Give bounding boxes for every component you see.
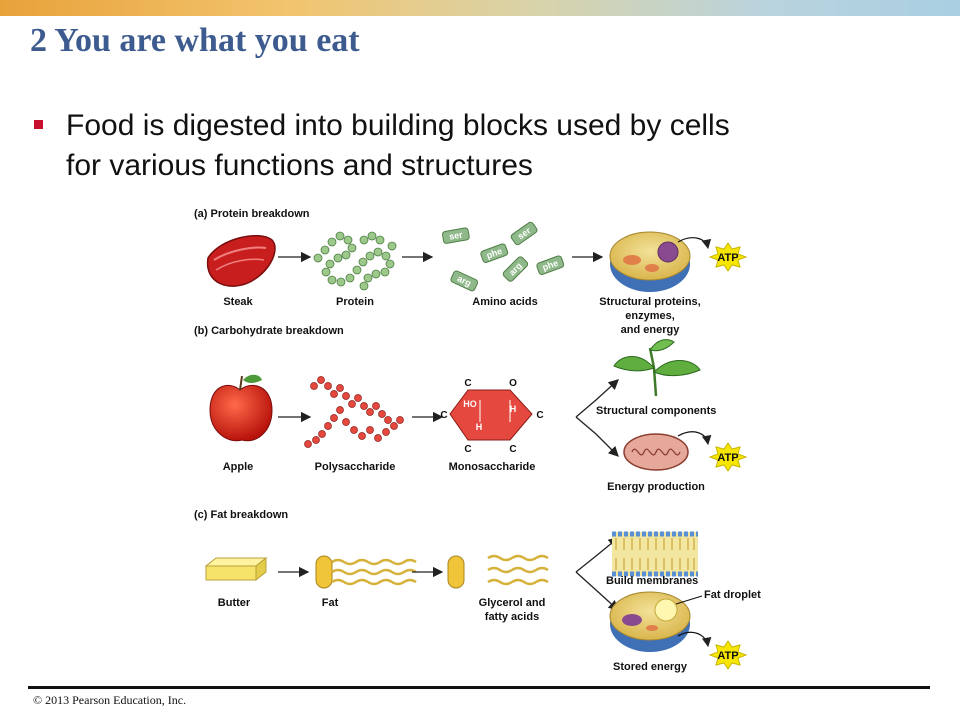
amino-label: phe bbox=[485, 246, 503, 261]
fat-droplet-pointer bbox=[675, 595, 703, 605]
fat-section-heading: (c) Fat breakdown bbox=[194, 509, 288, 521]
ring-atom-label: C bbox=[464, 444, 471, 455]
carbohydrate-section-heading: (b) Carbohydrate breakdown bbox=[194, 325, 344, 337]
amino-acids-label: Amino acids bbox=[472, 296, 537, 308]
ring-atom-label: C bbox=[536, 410, 543, 421]
bullet-line-2: for various functions and structures bbox=[66, 149, 533, 182]
atp-burst-icon bbox=[708, 640, 748, 670]
footer-rule bbox=[28, 686, 930, 689]
butter-label: Butter bbox=[218, 597, 251, 609]
copyright-footer: © 2013 Pearson Education, Inc. bbox=[33, 693, 187, 707]
atp-burst-icon bbox=[708, 242, 748, 272]
digestion-diagram: (a) Protein breakdown Steak Protein ser … bbox=[194, 208, 761, 673]
square-bullet-icon bbox=[34, 120, 43, 129]
glycerol-fatty-acids-illustration bbox=[447, 554, 549, 589]
arrow-fatcell-to-atp bbox=[677, 631, 712, 648]
polysaccharide-illustration bbox=[304, 376, 404, 448]
atp-label: ATP bbox=[717, 452, 738, 464]
fat-droplet-label: Fat droplet bbox=[704, 589, 761, 601]
ring-group-label: HO bbox=[463, 399, 477, 409]
ring-atom-label: O bbox=[509, 378, 517, 389]
top-gradient-bar bbox=[0, 0, 960, 16]
structural-components-label: Structural components bbox=[596, 405, 716, 417]
ring-group-label: H bbox=[476, 422, 483, 432]
glycerol-label: Glycerol and bbox=[479, 597, 546, 609]
monosaccharide-label: Monosaccharide bbox=[449, 461, 536, 473]
arrow-to-membranes bbox=[575, 537, 620, 573]
amino-label: ser bbox=[448, 229, 464, 241]
ring-atom-label: C bbox=[464, 378, 471, 389]
arrow-mono-to-energy bbox=[575, 416, 619, 457]
atp-label: ATP bbox=[717, 252, 738, 264]
fatty-acids-label: fatty acids bbox=[485, 611, 539, 623]
and-energy-label: and energy bbox=[621, 324, 681, 336]
steak-illustration bbox=[206, 235, 276, 287]
atp-burst-icon bbox=[708, 442, 748, 472]
ring-atom-label: C bbox=[509, 444, 516, 455]
stored-energy-label: Stored energy bbox=[613, 661, 688, 673]
build-membranes-label: Build membranes bbox=[606, 575, 698, 587]
bullet-text: Food is digested into building blocks us… bbox=[66, 106, 916, 186]
ring-group-label: H bbox=[510, 404, 517, 414]
arrow-to-stored-energy bbox=[575, 571, 619, 611]
apple-label: Apple bbox=[223, 461, 254, 473]
atp-label: ATP bbox=[717, 650, 738, 662]
arrow-cell-to-atp bbox=[677, 237, 712, 250]
bullet-line-1: Food is digested into building blocks us… bbox=[66, 109, 730, 142]
arrow-mono-to-structural bbox=[575, 379, 619, 418]
apple-illustration bbox=[209, 374, 273, 442]
amino-acids-illustration: ser ser phe arg arg phe bbox=[441, 221, 565, 292]
structural-proteins-label: Structural proteins, bbox=[599, 296, 700, 308]
arrow-mito-to-atp bbox=[677, 431, 712, 446]
energy-production-label: Energy production bbox=[607, 481, 705, 493]
protein-label: Protein bbox=[336, 296, 374, 308]
slide-title: 2 You are what you eat bbox=[30, 22, 360, 59]
mitochondrion-illustration bbox=[623, 433, 689, 471]
cell-illustration bbox=[609, 231, 691, 292]
steak-label: Steak bbox=[223, 296, 253, 308]
plant-illustration bbox=[613, 339, 701, 397]
butter-illustration bbox=[204, 556, 268, 582]
protein-section-heading: (a) Protein breakdown bbox=[194, 208, 310, 220]
enzymes-label: enzymes, bbox=[625, 310, 675, 322]
fat-label: Fat bbox=[322, 597, 339, 609]
fat-molecule-illustration bbox=[315, 555, 417, 589]
protein-chain-illustration bbox=[313, 231, 397, 291]
amino-label: phe bbox=[541, 258, 559, 273]
polysaccharide-label: Polysaccharide bbox=[315, 461, 396, 473]
ring-atom-label: C bbox=[440, 410, 447, 421]
membrane-bilayer-illustration bbox=[612, 531, 698, 577]
fat-storage-cell-illustration bbox=[609, 591, 691, 652]
monosaccharide-ring-illustration: C O C C C C HO H H bbox=[440, 378, 543, 455]
